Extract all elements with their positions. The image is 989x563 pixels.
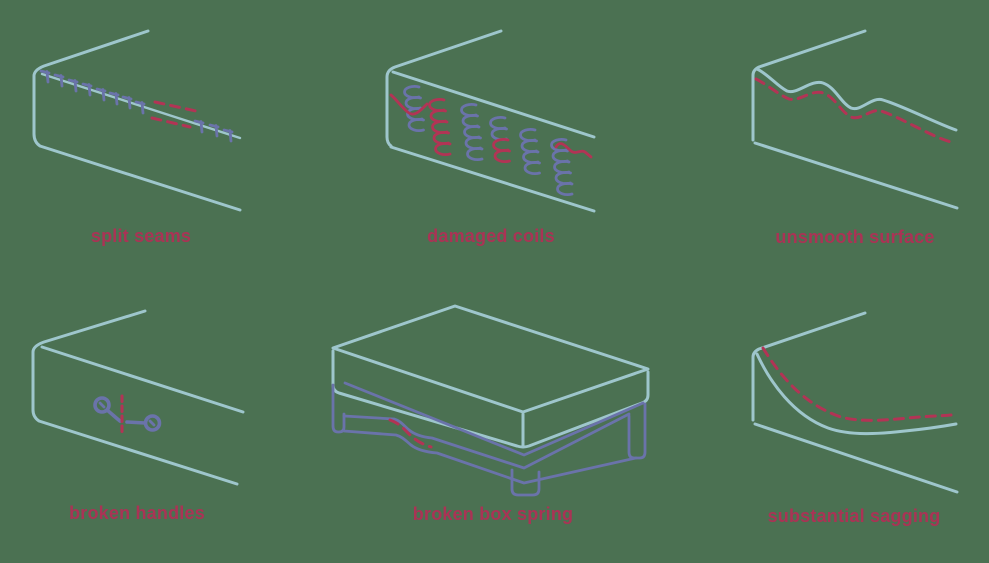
split-gap-dash-bottom	[150, 116, 192, 129]
mattress-back-left-edge	[751, 311, 867, 422]
frame-leg-right	[627, 402, 647, 460]
split-gap-dash-top	[153, 100, 198, 113]
broken-box-spring-illustration	[331, 304, 650, 497]
split-seams-illustration	[32, 29, 242, 212]
mattress-corner-outline	[32, 29, 242, 212]
mattress-top-face	[331, 304, 650, 414]
handle-ring-right	[143, 414, 162, 432]
mattress-corner-outline	[31, 309, 239, 486]
damaged-coils-illustration	[385, 29, 596, 213]
handle-ring-left-hook	[98, 401, 106, 409]
label-damaged-coils: damaged coils	[427, 226, 555, 246]
sagging-surface-line	[755, 352, 958, 436]
mattress-back-left-edge	[751, 29, 867, 142]
frame-rail-top	[342, 412, 631, 470]
broken-handles-illustration	[31, 309, 245, 486]
mattress-top-front-edge	[40, 345, 245, 414]
seam-stitches	[39, 69, 234, 143]
label-substantial-sagging: substantial sagging	[767, 506, 941, 526]
wavy-surface-line	[755, 67, 958, 132]
mattress-bottom-front-edge	[753, 422, 959, 494]
unsmooth-surface-illustration	[751, 29, 959, 210]
mattress-top-front-edge	[391, 70, 596, 139]
handle-ring-left	[93, 396, 111, 414]
broken-spring-wire-right	[554, 142, 593, 159]
handle-strap-right	[125, 420, 147, 425]
label-broken-handles: broken handles	[69, 503, 205, 523]
frame-leg-left	[331, 383, 346, 434]
handle-ring-right-hook	[148, 419, 156, 427]
frame-break-dash	[388, 418, 433, 449]
broken-spring-wire-left	[389, 93, 429, 116]
label-split-seams: split seams	[90, 226, 192, 246]
mattress-back-left-edge	[385, 29, 503, 148]
handle-strap-left	[105, 408, 122, 423]
wavy-damage-dash	[754, 77, 953, 144]
frame-rail-bottom	[342, 429, 638, 485]
label-unsmooth-surface: unsmooth surface	[775, 227, 935, 247]
mattress-bottom-front-edge	[389, 145, 596, 213]
label-broken-box-spring: broken box spring	[412, 504, 574, 524]
mattress-bottom-front-edge	[753, 141, 959, 210]
substantial-sagging-illustration	[751, 311, 959, 494]
frame-top-edge	[343, 381, 645, 457]
sagging-damage-dash	[761, 346, 953, 422]
frame-leg-center	[510, 468, 541, 497]
